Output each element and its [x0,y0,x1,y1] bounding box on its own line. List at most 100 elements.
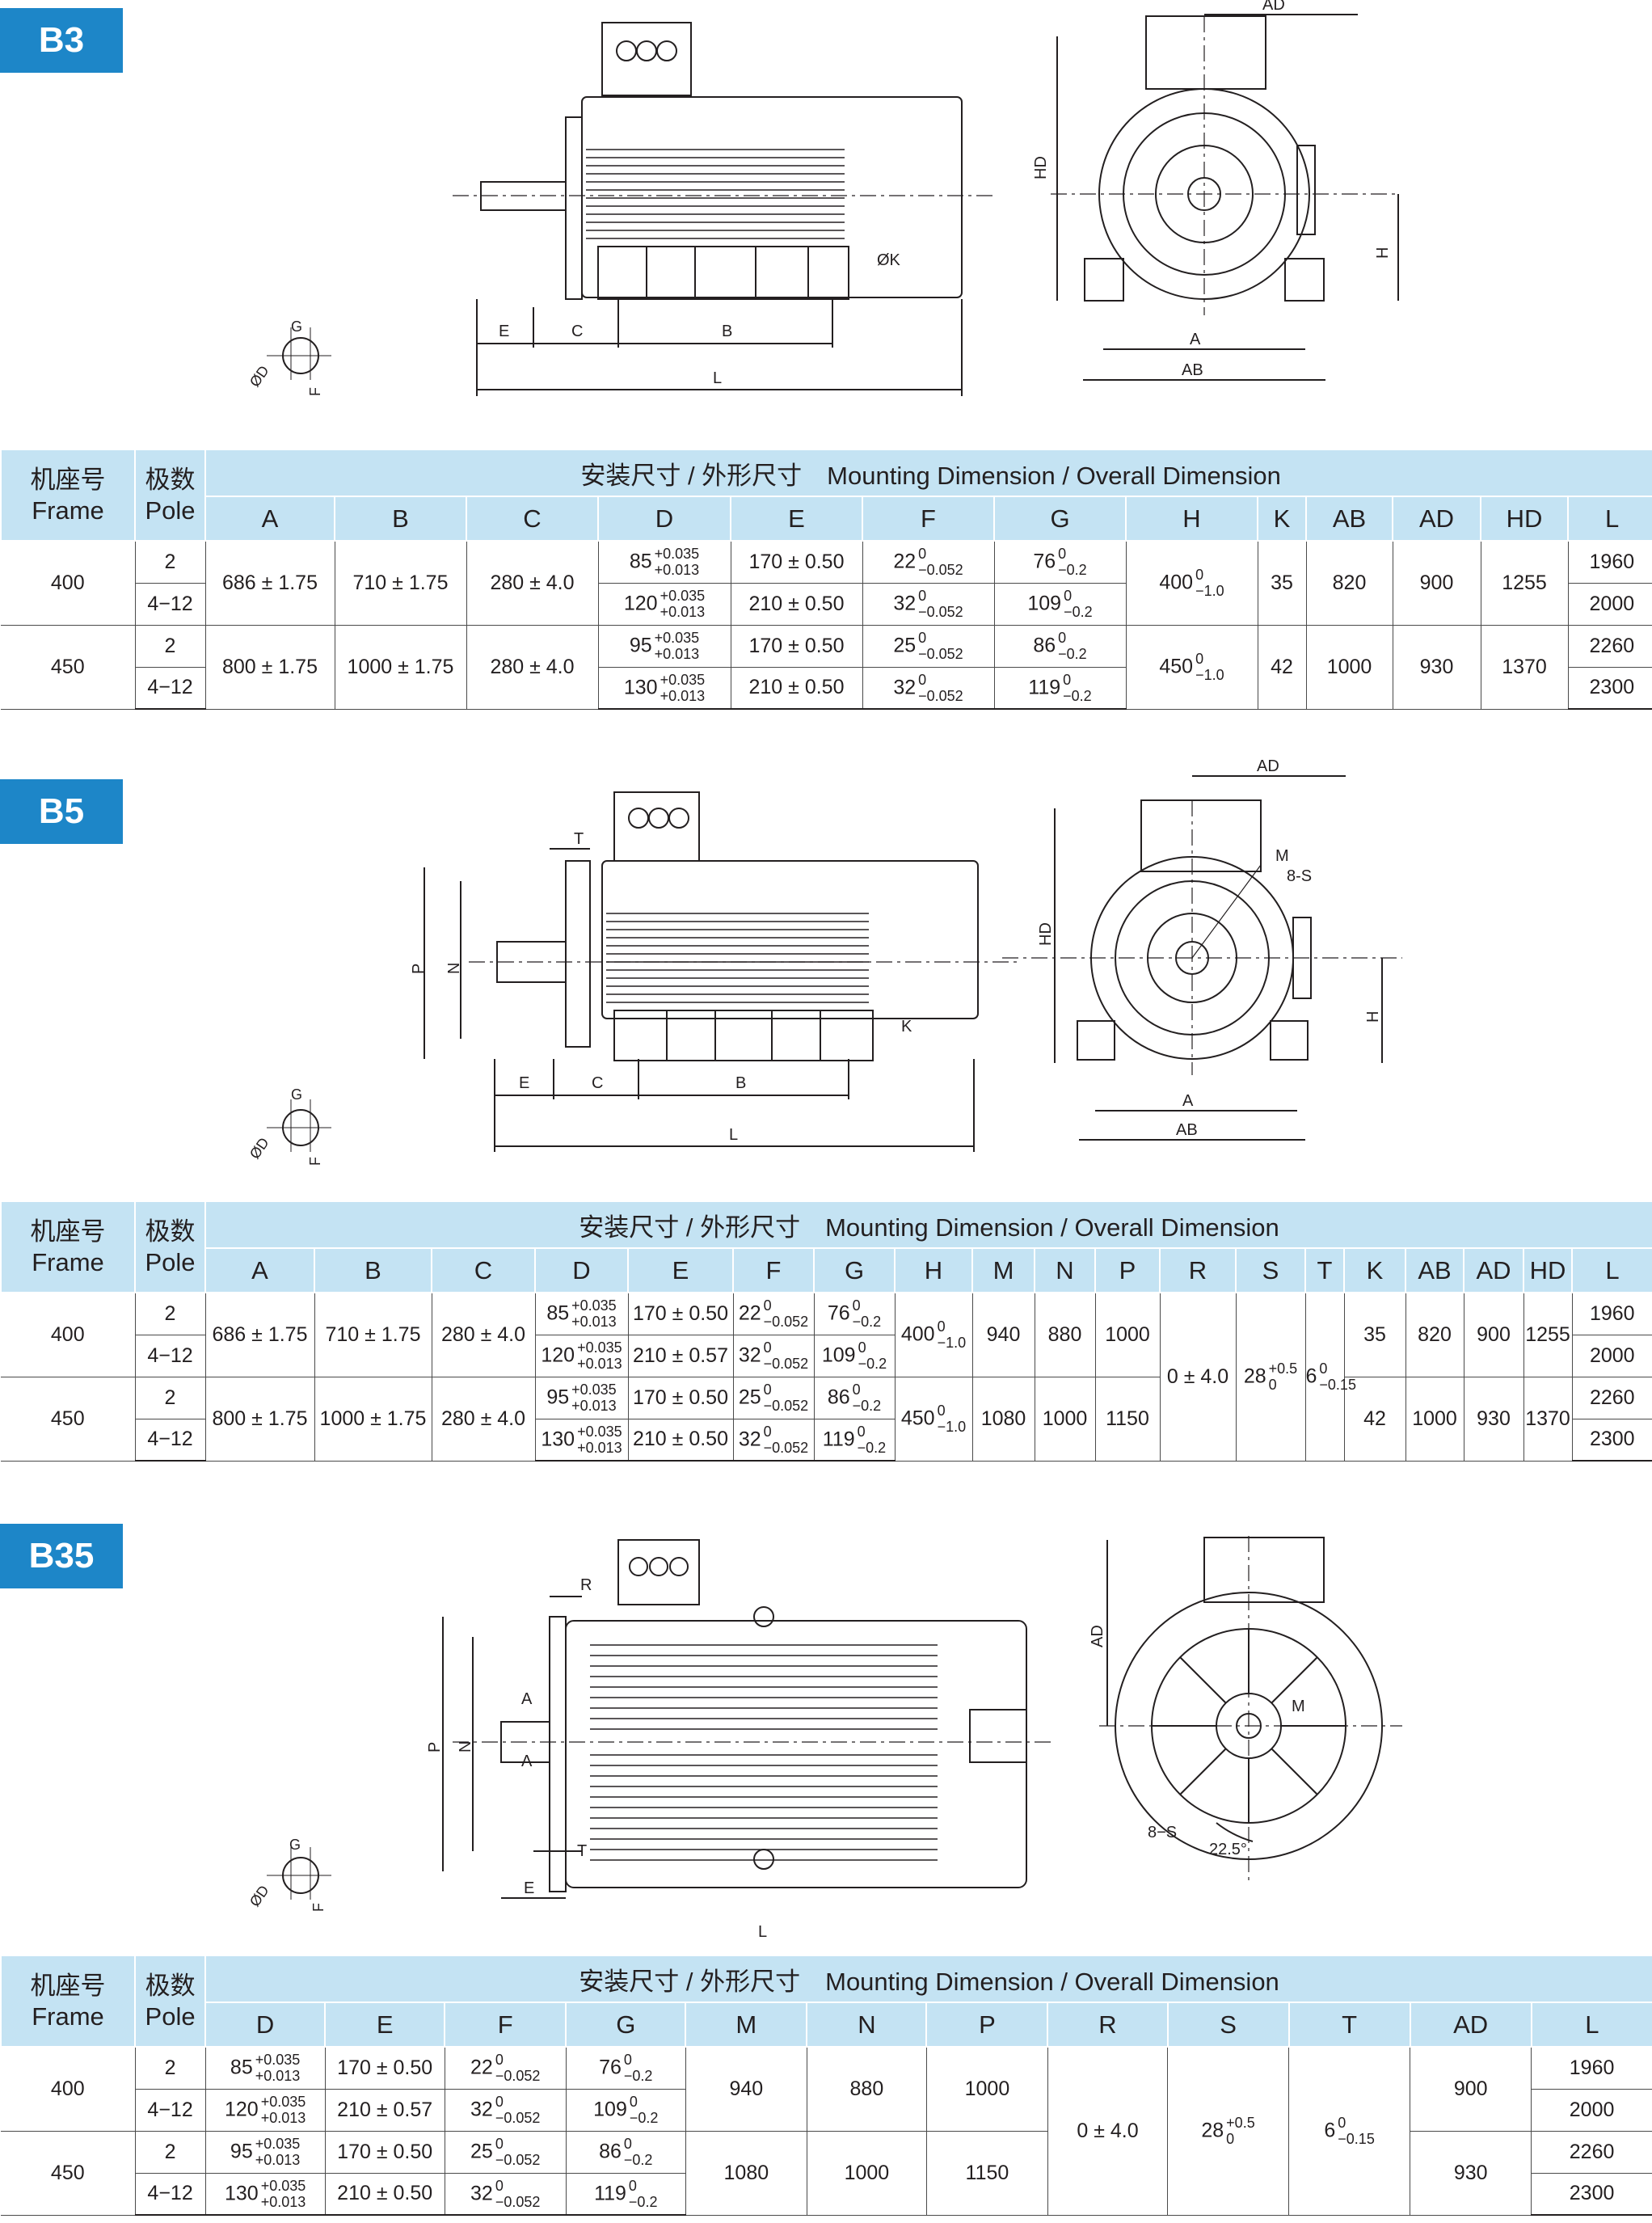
b3-detail-f: F [307,387,323,396]
table-cell: 2000 [1571,1335,1652,1377]
b35-col-n: N [806,2002,927,2048]
b3-table-title: 安装尺寸 / 外形尺寸 Mounting Dimension / Overall… [204,450,1652,497]
table-cell: 210 ± 0.50 [627,1419,733,1462]
b35-label-a1: A [521,1690,533,1708]
b3-col-e: E [730,496,862,542]
drawing-group: HD H A AB AD M 8-S [1037,757,1382,1139]
table-cell: 85+0.035+0.013 [204,2046,326,2090]
b35-label-m: M [1292,1698,1305,1715]
b3-label-l: L [713,369,722,387]
table-cell: 1960 [1571,1292,1652,1335]
table-cell: 880 [1034,1292,1095,1377]
b5-col-r: R [1159,1248,1236,1293]
table-row: 450 2 800 ± 1.75 1000 ± 1.75 280 ± 4.0 9… [1,625,1652,710]
b5-label-k: K [901,1018,912,1036]
table-cell: 400 [1,2046,136,2132]
table-cell: 1000 [1305,625,1393,710]
table-cell: 120+0.035+0.013 [204,2089,326,2132]
table-cell: 880 [806,2046,927,2132]
table-cell: 42 [1257,625,1306,710]
drawing-group: AD M 8−S 22.5° [1089,1625,1305,1858]
table-cell: 85+0.035+0.013 [534,1292,628,1335]
table-cell: 1370 [1480,625,1568,710]
table-cell: 1000 [925,2046,1048,2132]
b35-table-title: 安装尺寸 / 外形尺寸 Mounting Dimension / Overall… [204,1956,1652,2003]
table-cell: 170 ± 0.50 [324,2046,445,2090]
b3-col-d: D [597,496,731,542]
b35-label-p: P [426,1742,444,1753]
drawing-group: G ØD F [247,1837,327,1912]
table-cell: 1000 [806,2131,927,2216]
table-cell: 450 [1,2131,136,2216]
table-cell: 210 ± 0.50 [730,583,862,626]
b35-col-f: F [444,2002,567,2048]
b5-detail-g: G [291,1086,302,1103]
b35-label-n: N [457,1741,474,1753]
b35-label-t: T [577,1842,587,1860]
b5-key-detail [267,1099,331,1152]
drawing-group [606,913,869,1003]
table-cell: 1370 [1523,1377,1572,1462]
table-cell: 280 ± 4.0 [431,1292,535,1377]
table-cell: 170 ± 0.50 [730,625,862,668]
b35-col-s: S [1166,2002,1289,2048]
b3-col-a: A [204,496,335,542]
b35-detail-d: ØD [247,1883,272,1910]
table-cell: 210 ± 0.57 [324,2089,445,2132]
table-cell: 900 [1410,2046,1532,2132]
b5-label-s: 8-S [1287,867,1312,885]
table-cell: 930 [1392,625,1481,710]
b3-drawing: E C B L ØK G ØD F HD H A AB AD [0,0,1652,437]
drawing-group: R P N A A T E L [426,1576,767,1940]
b35-drawing: R P N A A T E L G ØD F AD M 8−S 22.5° [0,1504,1652,1940]
b5-col-d: D [534,1248,628,1293]
table-cell: 1000 ± 1.75 [314,1377,432,1462]
table-cell: 450 [1,625,135,710]
drawing-group [586,149,845,239]
table-cell: 2 [134,1377,205,1419]
table-cell: 2000 [1567,583,1652,626]
b35-col-d: D [204,2002,326,2048]
drawing-group: T P N E C B L K [410,830,912,1144]
table-cell: 820 [1305,540,1393,626]
b5-side-view [424,791,1018,1152]
table-cell: 940 [971,1292,1035,1377]
b35-label-a2: A [521,1753,533,1770]
b35-front-view [1099,1536,1402,1883]
table-cell: 95+0.035+0.013 [597,625,731,668]
b35-label-angle: 22.5° [1209,1841,1247,1858]
b5-col-b: B [314,1248,432,1293]
table-cell: 1080 [685,2131,807,2216]
table-cell: 686 ± 1.75 [204,540,335,626]
b3-label-a: A [1190,331,1201,348]
table-cell: 1000 [1034,1377,1095,1462]
b5-col-s: S [1235,1248,1305,1293]
b5-label-ab: AB [1176,1121,1198,1139]
b35-side-view [442,1539,1051,1899]
b5-col-hd: HD [1523,1248,1572,1293]
table-cell: 2 [134,2046,206,2090]
b5-col-m: M [971,1248,1035,1293]
b3-label-e: E [499,323,509,340]
b5-label-a: A [1182,1092,1194,1110]
drawing-group: G ØD F [247,318,323,396]
table-cell: 930 [1463,1377,1523,1462]
